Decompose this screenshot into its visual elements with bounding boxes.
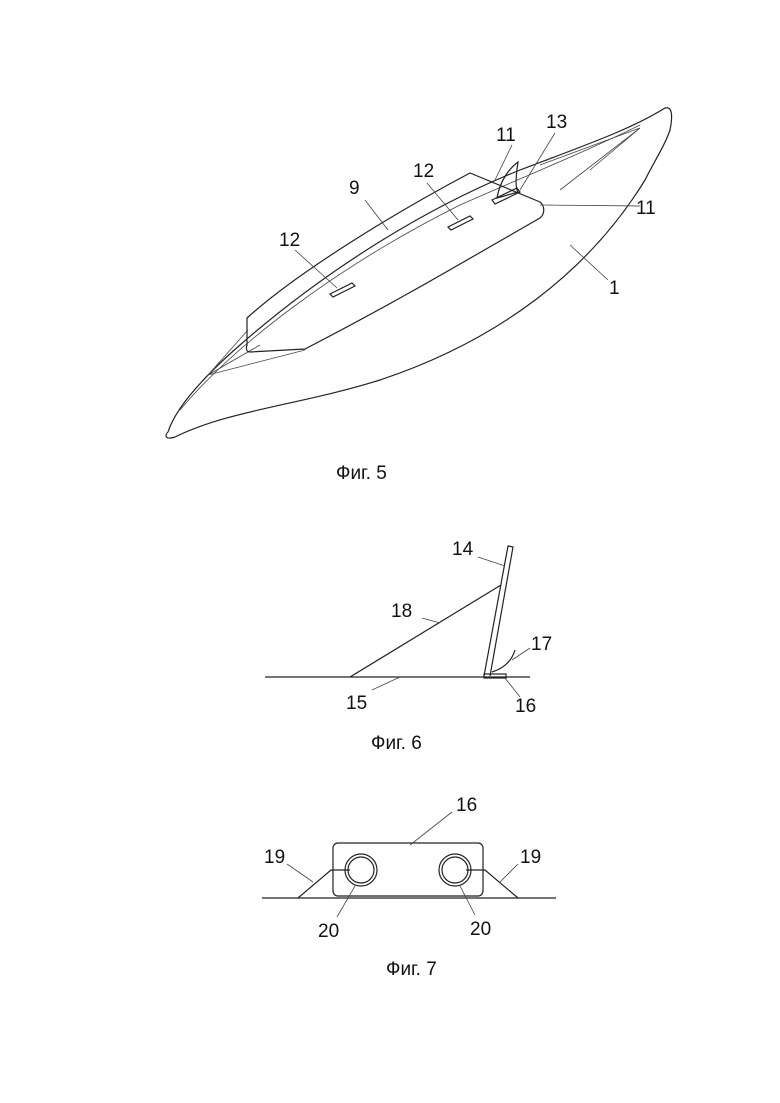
caption-fig5: Фиг. 5 (336, 463, 387, 484)
figure-7-section: 16 19 19 20 20 Фиг. 7 (262, 795, 556, 980)
hull-rail (180, 125, 640, 410)
label-14: 14 (452, 539, 474, 560)
hull-outline (166, 108, 672, 438)
caption-fig6: Фиг. 6 (371, 733, 422, 754)
caption-fig7: Фиг. 7 (386, 959, 437, 980)
pad-right (448, 216, 473, 230)
label-19a: 19 (264, 847, 285, 868)
tube-left (348, 857, 374, 883)
figure-5-board: 9 12 12 11 13 11 1 Фиг. 5 (166, 108, 672, 484)
mast (484, 546, 513, 676)
label-17: 17 (531, 634, 552, 655)
mount (484, 674, 506, 678)
label-1: 1 (609, 278, 620, 299)
label-9: 9 (349, 178, 360, 199)
fillet (492, 650, 515, 672)
block (333, 843, 483, 896)
label-16: 16 (456, 795, 477, 816)
label-15: 15 (346, 693, 367, 714)
tube-right (442, 857, 468, 883)
label-20a: 20 (318, 921, 339, 942)
label-11a: 11 (496, 125, 516, 146)
flange-left (298, 870, 350, 898)
label-20b: 20 (470, 919, 491, 940)
label-18: 18 (391, 601, 412, 622)
label-12a: 12 (279, 230, 300, 251)
leader-lines-fig5 (295, 133, 640, 288)
label-19b: 19 (520, 847, 541, 868)
figure-6-side: 14 18 17 15 16 Фиг. 6 (265, 539, 552, 754)
brace (350, 585, 501, 677)
label-12b: 12 (413, 161, 434, 182)
flange-right (466, 870, 518, 898)
label-16: 16 (515, 696, 536, 717)
label-11b: 11 (636, 198, 656, 219)
label-13: 13 (546, 112, 567, 133)
